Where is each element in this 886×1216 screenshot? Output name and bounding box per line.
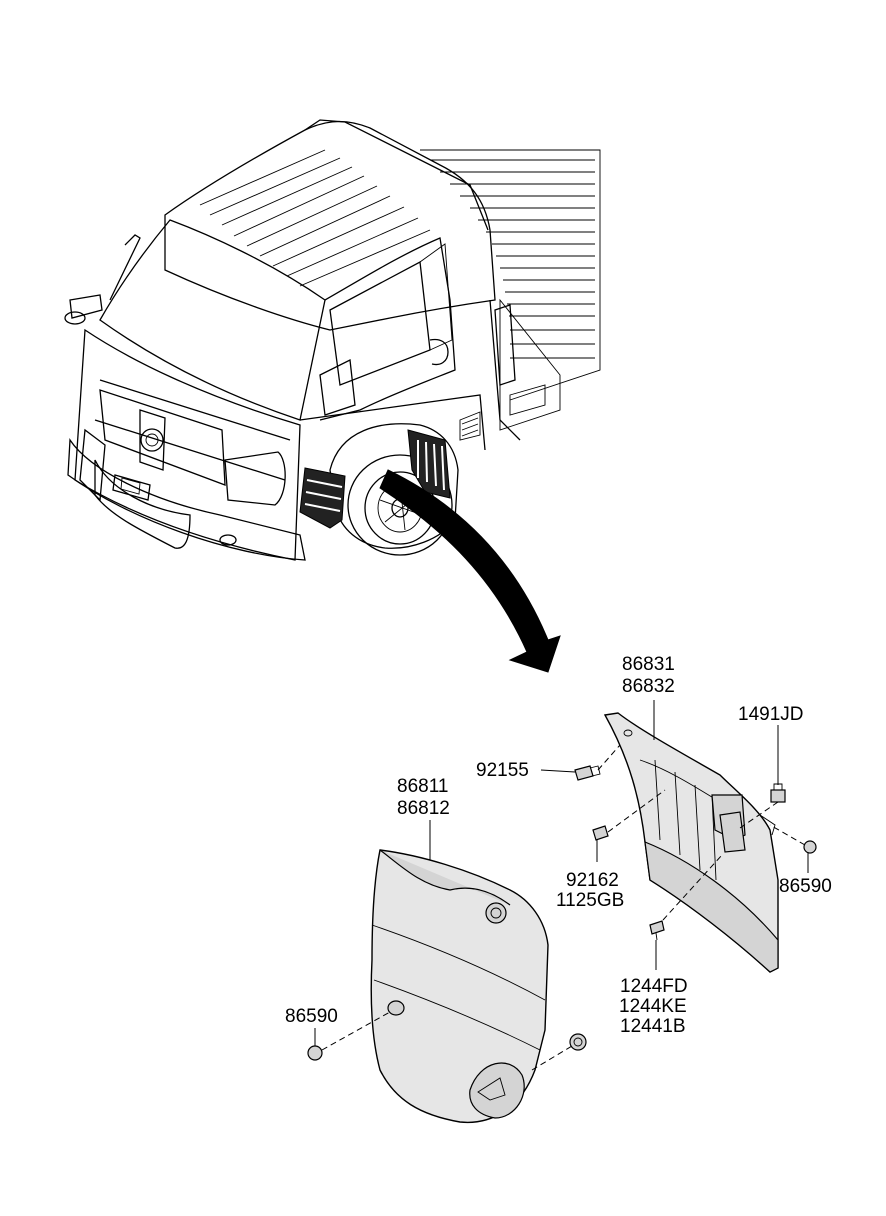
fastener-92155 xyxy=(574,765,601,781)
mirror-right xyxy=(319,359,356,416)
label-1244KE: 1244KE xyxy=(619,996,687,1017)
label-86812: 86812 xyxy=(397,798,450,819)
label-1491JD: 1491JD xyxy=(738,704,804,725)
label-86590-left: 86590 xyxy=(285,1006,338,1027)
fastener-1491JD xyxy=(770,783,786,803)
label-86832: 86832 xyxy=(622,676,675,697)
label-12441B: 12441B xyxy=(620,1016,686,1037)
cab-body xyxy=(299,237,521,451)
truck-front xyxy=(67,328,306,561)
part-86811-mudguard-left xyxy=(370,849,587,1124)
cab-roof xyxy=(164,119,496,331)
part-86831-mudguard-right xyxy=(603,712,779,973)
windshield xyxy=(99,219,326,421)
highlight-mudguard-rear xyxy=(407,429,451,499)
fastener-86590-right xyxy=(803,840,817,854)
label-1125GB: 1125GB xyxy=(556,890,624,911)
part-labels: 86831 86832 1491JD 92155 86811 86812 921… xyxy=(285,654,832,1037)
label-86831: 86831 xyxy=(622,654,675,675)
cargo-bed xyxy=(420,149,601,431)
leader-lines xyxy=(314,700,809,1071)
truck-illustration xyxy=(64,119,601,561)
fastener-1244FD xyxy=(649,920,665,941)
callout-arrow xyxy=(379,469,561,673)
label-92155: 92155 xyxy=(476,760,529,781)
highlight-mudguard-front xyxy=(299,467,346,529)
label-86590-right: 86590 xyxy=(779,876,832,897)
label-92162: 92162 xyxy=(566,870,619,891)
fastener-86590-left xyxy=(307,1045,323,1061)
label-86811: 86811 xyxy=(397,776,448,797)
fastener-92162 xyxy=(592,825,609,841)
label-1244FD: 1244FD xyxy=(620,976,688,997)
mirror-left xyxy=(64,234,141,325)
